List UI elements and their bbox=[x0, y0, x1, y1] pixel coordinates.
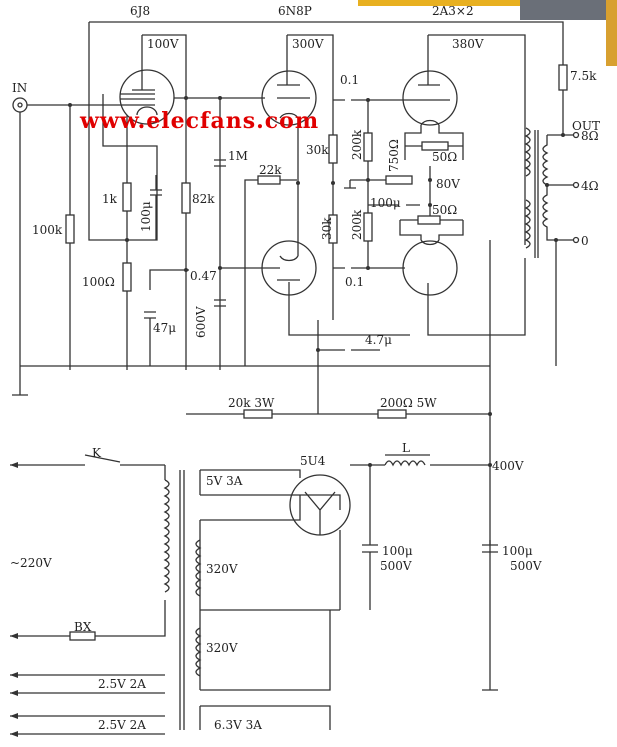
component-label: 1M bbox=[228, 149, 248, 163]
input-label: IN bbox=[12, 81, 27, 95]
component-label: 100Ω bbox=[82, 275, 115, 289]
resistor-30k-1 bbox=[328, 134, 338, 164]
component-label: 100k bbox=[32, 223, 63, 237]
pot-50ohm-1 bbox=[421, 141, 449, 151]
capacitor-0-47 bbox=[214, 299, 226, 307]
winding-label: 320V bbox=[206, 641, 238, 655]
resistor-82k bbox=[181, 182, 191, 214]
resistor-22k bbox=[257, 175, 281, 185]
component-label: 600V bbox=[194, 306, 208, 338]
components bbox=[65, 64, 568, 641]
component-label: 100μ bbox=[370, 196, 401, 210]
voltage-label: 400V bbox=[492, 459, 524, 473]
voltage-label: 100V bbox=[147, 37, 179, 51]
component-label: 50Ω bbox=[432, 150, 457, 164]
winding-label: 2.5V 2A bbox=[98, 718, 146, 732]
winding-label: 6.3V 3A bbox=[214, 718, 262, 732]
component-label: 750Ω bbox=[387, 139, 401, 172]
component-label: 20k 3W bbox=[228, 396, 275, 410]
component-label: L bbox=[402, 441, 410, 455]
component-label: 1k bbox=[102, 192, 118, 206]
component-label: 30k bbox=[320, 217, 334, 240]
component-label: 50Ω bbox=[432, 203, 457, 217]
voltage-label: ~220V bbox=[10, 556, 52, 570]
switch-label: K bbox=[92, 446, 102, 460]
voltage-label: 80V bbox=[436, 177, 460, 191]
tube-label-2a3: 2A3×2 bbox=[432, 4, 474, 18]
component-label: 200k bbox=[350, 209, 364, 240]
component-label: 82k bbox=[192, 192, 215, 206]
photo-fragment bbox=[358, 0, 617, 66]
tube-6n8p-upper bbox=[261, 70, 317, 126]
resistor-200k-1 bbox=[363, 132, 373, 162]
component-label: 22k bbox=[259, 163, 282, 177]
component-label: 0.1 bbox=[340, 73, 359, 87]
tube-label-6j8: 6J8 bbox=[130, 4, 150, 18]
pot-50ohm-2 bbox=[417, 215, 441, 225]
capacitor-100u bbox=[150, 175, 162, 240]
watermark: www.elecfans.com bbox=[79, 108, 319, 134]
component-label: 100μ bbox=[139, 201, 153, 232]
resistor-200k-2 bbox=[363, 212, 373, 242]
component-label: 4.7μ bbox=[365, 333, 392, 347]
fuse-label: BX bbox=[74, 620, 92, 634]
component-label: 0.47 bbox=[190, 269, 217, 283]
winding-label: 320V bbox=[206, 562, 238, 576]
resistor-20k bbox=[243, 409, 273, 419]
tube-2a3-lower bbox=[402, 240, 458, 296]
tube-6j8 bbox=[119, 69, 175, 125]
capacitor-47u bbox=[144, 311, 156, 366]
output-label: OUT bbox=[572, 119, 600, 133]
component-label: 500V bbox=[380, 559, 412, 573]
resistor-200ohm bbox=[377, 409, 407, 419]
capacitor-1m bbox=[214, 159, 226, 167]
component-label: 0.1 bbox=[345, 275, 364, 289]
component-label: 100μ bbox=[502, 544, 533, 558]
tap-label: 8Ω bbox=[581, 129, 599, 143]
tube-label-5u4: 5U4 bbox=[300, 454, 326, 468]
component-label: 100μ bbox=[382, 544, 413, 558]
component-label: 7.5k bbox=[570, 69, 597, 83]
resistor-100ohm bbox=[122, 262, 132, 292]
component-label: 200k bbox=[350, 129, 364, 160]
voltage-label: 380V bbox=[452, 37, 484, 51]
winding-label: 5V 3A bbox=[206, 474, 243, 488]
resistor-1k bbox=[122, 182, 132, 212]
component-label: 200Ω 5W bbox=[380, 396, 437, 410]
labels: 6J8 6N8P 2A3×2 100V 300V 380V 80V 400V ~… bbox=[10, 4, 600, 732]
tube-2a3-upper bbox=[402, 70, 458, 126]
component-label: 47μ bbox=[153, 321, 176, 335]
component-label: 30k bbox=[306, 143, 329, 157]
fuse-bx bbox=[69, 631, 96, 641]
resistor-100k bbox=[65, 214, 75, 244]
tube-label-6n8p: 6N8P bbox=[278, 4, 312, 18]
resistor-30k-2 bbox=[328, 214, 338, 244]
winding-label: 2.5V 2A bbox=[98, 677, 146, 691]
tap-label: 0 bbox=[581, 234, 589, 248]
component-label: 500V bbox=[510, 559, 542, 573]
resistor-7-5k bbox=[558, 64, 568, 91]
wiring bbox=[10, 21, 580, 737]
resistor-750ohm bbox=[385, 175, 413, 185]
tap-label: 4Ω bbox=[581, 179, 599, 193]
voltage-label: 300V bbox=[292, 37, 324, 51]
